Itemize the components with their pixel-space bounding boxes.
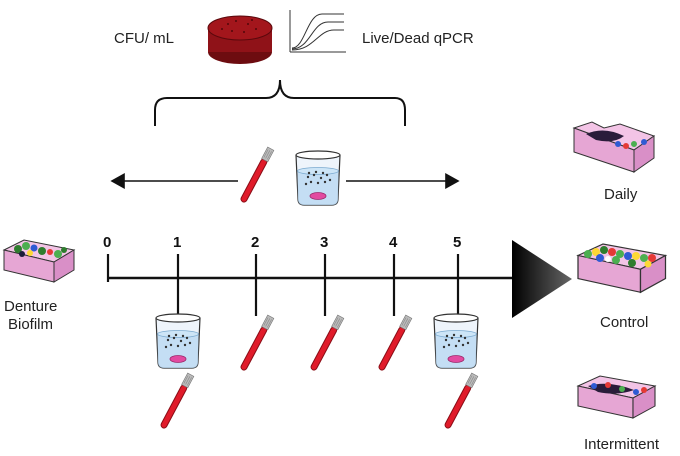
control-label: Control (600, 314, 649, 331)
cfu-label: CFU/ mL (114, 30, 174, 47)
tick-label-5: 5 (453, 234, 462, 251)
toothbrush-icon (443, 372, 479, 430)
tick-label-0: 0 (103, 234, 112, 251)
intermittent-label: Intermittent (584, 436, 660, 453)
tick-label-2: 2 (251, 234, 260, 251)
agar-plate-icon (207, 15, 273, 64)
qpcr-curve-icon (289, 10, 346, 53)
timeline-end-triangle (512, 240, 572, 318)
qpcr-label: Live/Dead qPCR (362, 30, 474, 47)
daily-label: Daily (604, 186, 638, 203)
tick-label-3: 3 (320, 234, 329, 251)
biofilm-sample-icon (3, 239, 75, 283)
toothbrush-icon (309, 314, 345, 372)
toothbrush-icon (377, 314, 413, 372)
beaker-icon (155, 313, 201, 369)
toothbrush-icon (239, 146, 275, 204)
toothbrush-icon (159, 372, 195, 430)
biofilm-sample-icon (577, 243, 667, 293)
biofilm-sample-icon (577, 375, 656, 419)
timeline-ticks (106, 254, 460, 316)
biofilm-label: Biofilm (8, 316, 54, 333)
beaker-icon (295, 150, 341, 206)
biofilm-sample-icon (572, 121, 656, 173)
denture-label: Denture (4, 298, 58, 315)
tick-label-4: 4 (389, 234, 398, 251)
grouping-brace (154, 79, 406, 126)
beaker-icon (433, 313, 479, 369)
toothbrush-icon (239, 314, 275, 372)
tick-label-1: 1 (173, 234, 182, 251)
